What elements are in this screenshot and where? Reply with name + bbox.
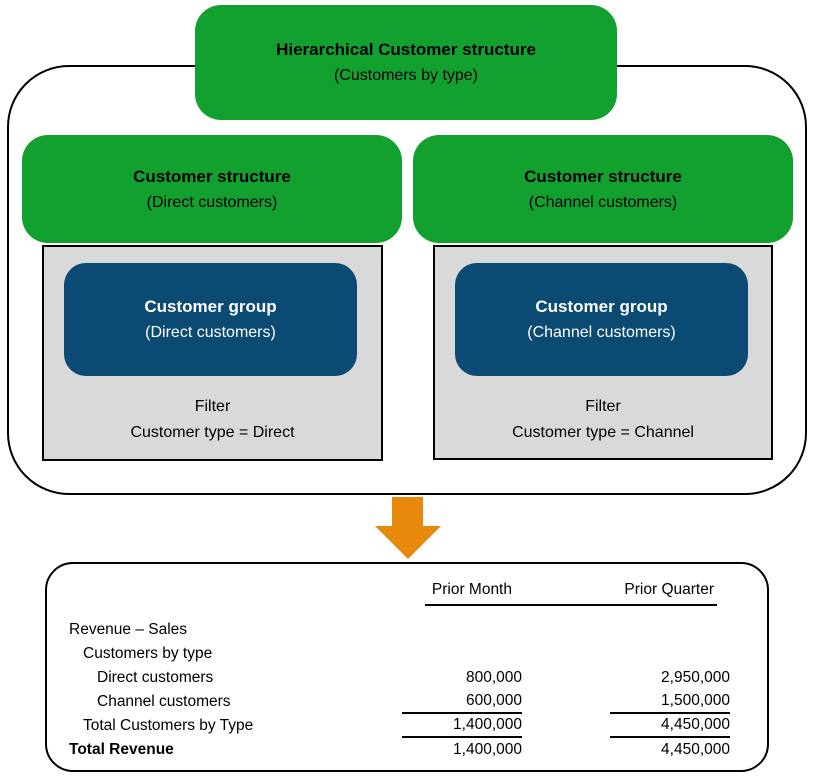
root-node-subtitle: (Customers by type) [333,67,479,84]
header-underline [425,604,717,606]
revenue-table: Prior Month Prior Quarter Revenue – Sale… [45,562,769,772]
down-arrow-icon [375,526,441,559]
filter-label: Filter [585,398,621,415]
filter-condition: Customer type = Direct [130,424,295,441]
row-value-prior-month: 800,000 [465,669,522,686]
table-row: Customers by type [47,642,767,666]
row-label: Total Revenue [69,741,174,758]
table-row: Channel customers 600,000 1,500,000 [47,690,767,714]
row-value-prior-quarter: 1,500,000 [610,690,730,714]
customer-group-node-channel: Customer group (Channel customers) [455,263,748,376]
group-node-subtitle: (Direct customers) [145,324,276,341]
row-value-prior-month: 1,400,000 [453,741,522,758]
structure-node-direct: Customer structure (Direct customers) [22,135,402,243]
group-node-title: Customer group [535,297,668,316]
row-value-prior-quarter: 2,950,000 [661,669,730,686]
structure-node-channel: Customer structure (Channel customers) [413,135,793,243]
row-label: Revenue – Sales [69,621,188,638]
filter-block-channel: Filter Customer type = Channel [433,394,773,446]
root-node-title: Hierarchical Customer structure [276,40,536,59]
column-header-prior-quarter: Prior Quarter [624,581,714,598]
row-value-prior-quarter: 4,450,000 [661,741,730,758]
filter-block-direct: Filter Customer type = Direct [42,394,383,446]
table-row: Revenue – Sales [47,618,767,642]
table-header-row: Prior Month Prior Quarter [47,578,767,602]
row-value-prior-quarter [610,618,730,642]
row-label: Total Customers by Type [83,717,254,734]
row-label: Customers by type [83,645,213,662]
row-value-prior-month [402,642,522,666]
table-row: Direct customers 800,000 2,950,000 [47,666,767,690]
table-row-total: Total Revenue 1,400,000 4,450,000 [47,738,767,762]
row-value-prior-month: 600,000 [402,690,522,714]
down-arrow-icon [392,497,423,527]
structure-node-title: Customer structure [133,166,291,186]
row-label: Direct customers [97,669,214,686]
row-value-prior-month [402,618,522,642]
row-value-prior-month: 1,400,000 [402,714,522,738]
customer-group-node-direct: Customer group (Direct customers) [64,263,357,376]
column-header-prior-month: Prior Month [431,581,512,598]
group-node-title: Customer group [144,297,277,316]
row-value-prior-quarter: 4,450,000 [610,714,730,738]
row-label: Channel customers [97,693,231,710]
filter-label: Filter [194,398,231,415]
root-node: Hierarchical Customer structure (Custome… [195,5,617,120]
row-value-prior-quarter [610,642,730,666]
structure-node-title: Customer structure [524,166,682,186]
structure-node-subtitle: (Channel customers) [528,193,678,211]
filter-condition: Customer type = Channel [512,424,694,441]
group-node-subtitle: (Channel customers) [527,324,676,341]
structure-node-subtitle: (Direct customers) [146,193,278,211]
table-row: Total Customers by Type 1,400,000 4,450,… [47,714,767,738]
